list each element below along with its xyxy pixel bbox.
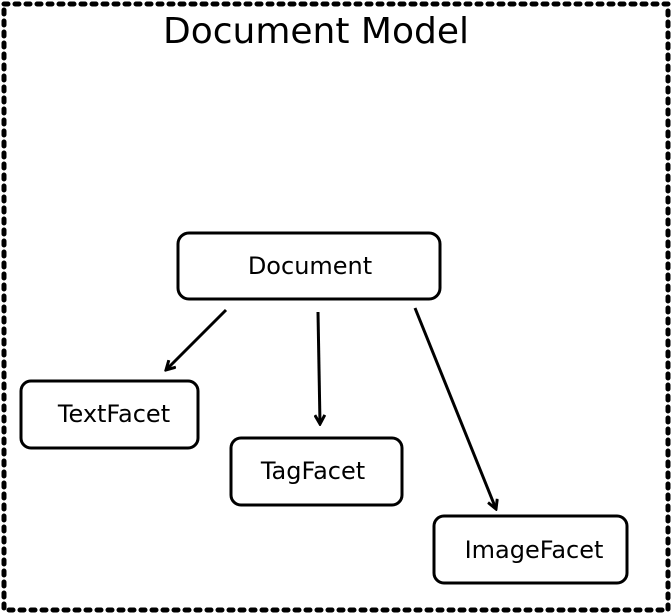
node-document-box xyxy=(176,231,442,301)
node-document: Document xyxy=(176,231,442,301)
node-document-label: Document xyxy=(248,252,372,280)
diagram-title: Document Model xyxy=(163,11,469,52)
node-text-facet-box xyxy=(19,379,200,450)
node-image-facet-box xyxy=(432,514,629,585)
node-tag-facet: TagFacet xyxy=(229,436,404,507)
node-tag-facet-label: TagFacet xyxy=(260,457,365,485)
node-image-facet-label: ImageFacet xyxy=(465,536,604,564)
node-text-facet: TextFacet xyxy=(19,379,200,450)
node-text-facet-label: TextFacet xyxy=(57,400,170,428)
node-tag-facet-box xyxy=(229,436,404,507)
edge-document-to-textfacet xyxy=(166,308,228,370)
node-image-facet: ImageFacet xyxy=(432,514,629,585)
edge-document-to-imagefacet xyxy=(413,307,496,509)
edge-document-to-tagfacet xyxy=(318,311,320,424)
